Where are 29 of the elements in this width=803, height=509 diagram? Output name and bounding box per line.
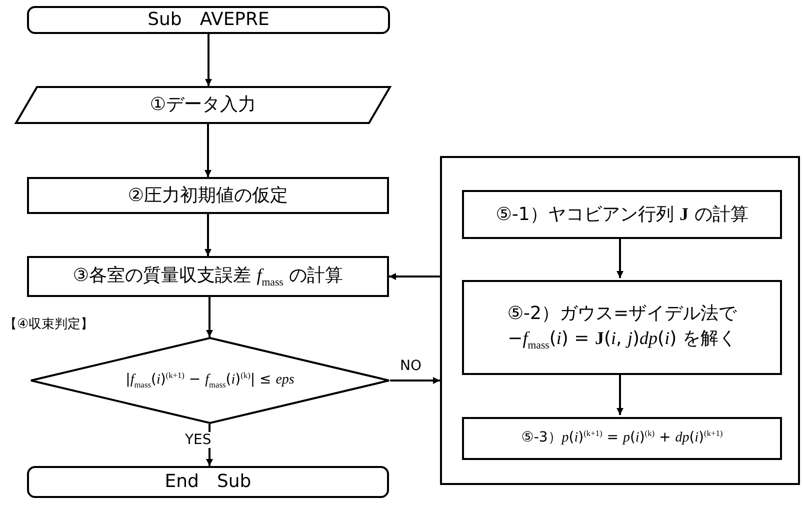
arrow (390, 377, 440, 384)
input-parallelogram (15, 86, 391, 124)
edge-label: YES (183, 432, 214, 448)
arrow (205, 34, 212, 86)
node-text: ⑤-2）ガウス=ザイデル法で (507, 302, 737, 326)
arrow (206, 297, 213, 337)
node-text: End Sub (164, 470, 252, 494)
node-text: ③各室の質量収支誤差 f$_{mass}$ の計算 (72, 264, 344, 290)
group-box (440, 156, 800, 485)
terminal-box (27, 466, 389, 498)
process-box (462, 280, 782, 375)
process-box (27, 177, 389, 214)
node-caption: 【④収束判定】 (4, 316, 94, 333)
node-text: ①データ入力 (150, 93, 256, 118)
terminal-box (27, 6, 390, 34)
process-box (462, 190, 782, 239)
arrow (204, 214, 212, 256)
process-box (27, 256, 389, 297)
node-text: ②圧力初期値の仮定 (128, 184, 288, 208)
node-text: −f$_{mass}$(i) = J(i, j)dp(i) を解く (508, 327, 736, 354)
node-text: ⑤-1）ヤコビアン行列 J の計算 (496, 202, 748, 227)
node-text: Sub AVEPRE (148, 8, 270, 32)
arrow (389, 273, 440, 280)
node-text: ⑤-3）p(i)$^{(k+1)}$ = p(i)$^{(k)}$ + dp(i)$^{(k+1)}$ (521, 428, 723, 448)
process-box (462, 417, 782, 460)
arrow (204, 124, 212, 177)
node-text: |f$_{mass}$(i)$^{(k+1)}$ − f$_{mass}$(i)$^{(k)}$| ≤ eps (126, 370, 294, 392)
arrow (616, 373, 624, 415)
arrow (616, 237, 624, 278)
